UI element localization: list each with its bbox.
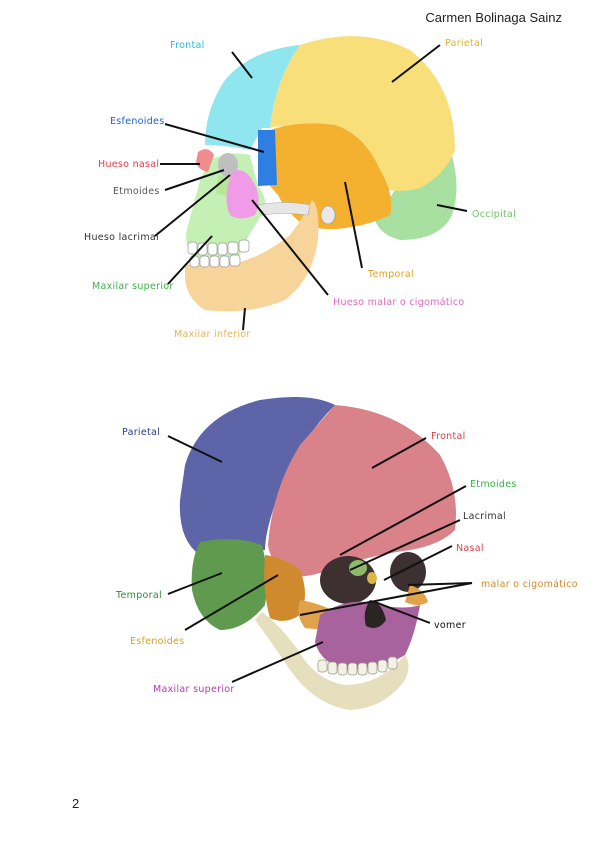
- lacrimal-bone-2: [367, 572, 377, 584]
- mandible-bone-2: [255, 612, 409, 710]
- leader2-nasal: [383, 545, 453, 581]
- parietal-bone: [270, 36, 455, 191]
- teeth-row: [187, 239, 250, 268]
- label-maxilar-superior: Maxilar superior: [92, 281, 174, 292]
- leader2-etmoides: [339, 485, 467, 556]
- leader-parietal: [391, 44, 441, 83]
- label2-frontal: Frontal: [431, 431, 466, 442]
- zygomatic-bone: [226, 170, 259, 219]
- label-occipital: Occipital: [472, 209, 516, 220]
- label-temporal: Temporal: [367, 269, 414, 280]
- leader2-vomer: [374, 601, 431, 624]
- zygomatic-bone-2b: [405, 585, 428, 605]
- leader2-temporal: [167, 572, 223, 595]
- nasal-cavity: [364, 600, 386, 628]
- leader-occipital: [436, 204, 468, 212]
- leader2-parietal: [167, 435, 223, 463]
- leader-maxilar-inferior: [242, 307, 246, 331]
- lateral-skull-diagram: Frontal Parietal Esfenoides Hueso nasal …: [0, 0, 600, 360]
- parietal-bone-2: [179, 396, 335, 555]
- label2-temporal: Temporal: [115, 590, 162, 601]
- leader2-esfenoides: [184, 574, 279, 631]
- label-hueso-malar: Hueso malar o cigomático: [333, 297, 464, 308]
- lateral-skull-svg: Frontal Parietal Esfenoides Hueso nasal …: [84, 36, 516, 340]
- leader2-malar-a: [407, 582, 473, 586]
- anterior-skull-svg: Parietal Frontal Etmoides Lacrimal Nasal…: [115, 396, 578, 710]
- label2-malar: malar o cigomático: [481, 579, 578, 590]
- label-hueso-lacrimal: Hueso lacrimal: [84, 232, 159, 243]
- leader-esfenoides: [164, 123, 265, 153]
- leader-lacrimal: [154, 174, 231, 237]
- label2-maxilar-superior: Maxilar superior: [153, 684, 235, 695]
- frontal-bone: [205, 45, 300, 150]
- label2-etmoides: Etmoides: [470, 479, 517, 490]
- label-hueso-nasal: Hueso nasal: [98, 159, 159, 170]
- label-esfenoides: Esfenoides: [110, 116, 164, 127]
- leader-etmoides: [164, 169, 225, 191]
- leader2-lacrimal: [349, 519, 461, 571]
- zygomatic-arch: [257, 202, 311, 216]
- teeth-row-2: [317, 656, 398, 676]
- right-orbit: [390, 552, 426, 592]
- label2-lacrimal: Lacrimal: [463, 511, 506, 522]
- leader-frontal: [231, 51, 253, 79]
- temporal-bone: [270, 123, 392, 230]
- maxilla-bone-2: [315, 601, 420, 670]
- temporal-bone-2: [191, 539, 267, 630]
- anterior-skull-diagram: Parietal Frontal Etmoides Lacrimal Nasal…: [0, 380, 600, 730]
- sphenoid-bone: [258, 130, 277, 186]
- label2-nasal: Nasal: [456, 543, 484, 554]
- label-parietal: Parietal: [445, 38, 483, 49]
- nasal-bone: [196, 149, 214, 172]
- label2-parietal: Parietal: [122, 427, 160, 438]
- page-number: 2: [72, 796, 80, 811]
- leader2-malar-b: [299, 582, 473, 616]
- ethmoid-bone-2: [349, 560, 367, 576]
- leader2-frontal: [371, 437, 427, 469]
- sphenoid-bone-2: [264, 555, 305, 621]
- leader-temporal: [344, 181, 363, 269]
- label2-vomer: vomer: [434, 620, 466, 631]
- label-maxilar-inferior: Maxilar inferior: [174, 329, 251, 340]
- leader2-maxilar-superior: [231, 641, 324, 683]
- leader-maxilar-superior: [167, 235, 213, 285]
- ear-canal: [320, 205, 336, 225]
- label-frontal: Frontal: [170, 40, 205, 51]
- label-etmoides: Etmoides: [113, 186, 160, 197]
- label2-esfenoides: Esfenoides: [130, 636, 184, 647]
- mandible-bone: [185, 200, 319, 312]
- leader-malar: [251, 199, 329, 296]
- author-name: Carmen Bolinaga Sainz: [425, 10, 562, 25]
